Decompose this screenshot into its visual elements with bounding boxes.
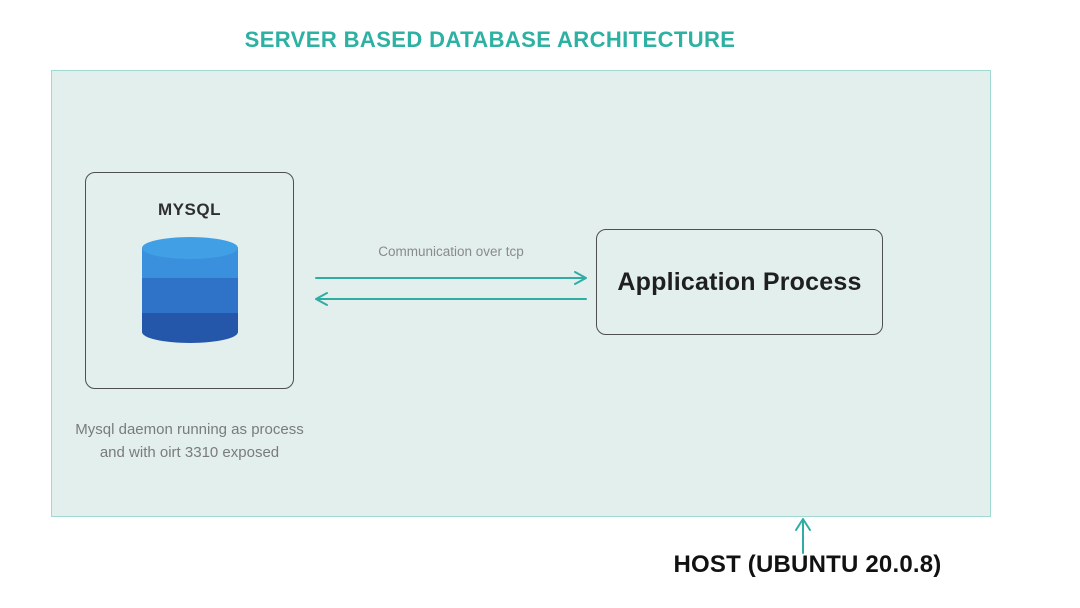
node-application: Application Process [596,229,883,335]
arrow-right-icon [315,271,587,285]
cylinder-middle-band [141,278,238,313]
application-node-label: Application Process [617,267,862,296]
host-container: MYSQL Mysql daemon running as process an… [51,70,991,517]
connection-label: Communication over tcp [378,244,524,259]
node-mysql: MYSQL [85,172,294,389]
database-cylinder-icon [141,237,238,343]
cylinder-top-face [141,237,238,259]
cylinder-lower-band [141,313,238,343]
diagram-title: SERVER BASED DATABASE ARCHITECTURE [244,27,736,52]
bidirectional-arrows [315,271,587,306]
arrow-left-icon [315,292,587,306]
mysql-node-caption: Mysql daemon running as process and with… [75,421,304,462]
mysql-node-label: MYSQL [158,200,221,219]
arrow-up-icon [795,518,811,554]
host-label: HOST (UBUNTU 20.0.8) [673,551,942,578]
